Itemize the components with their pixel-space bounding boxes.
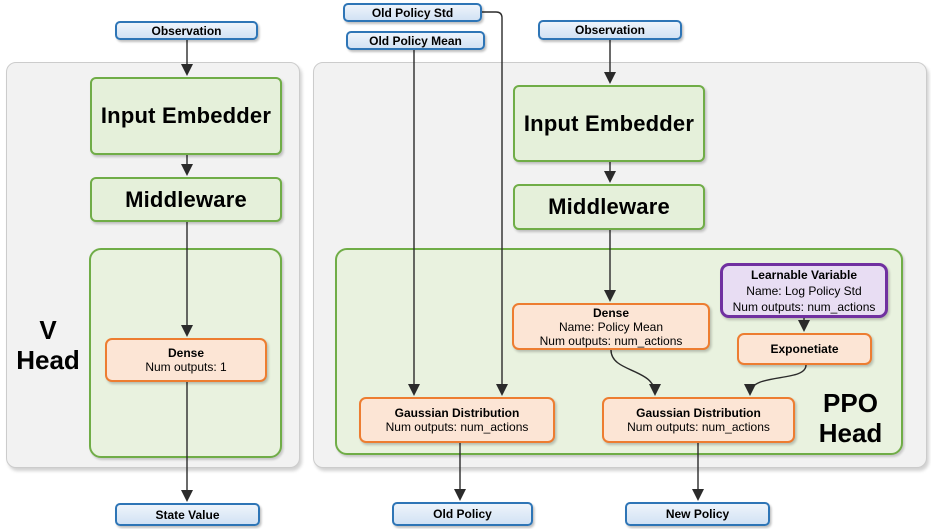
- block-title: Gaussian Distribution: [636, 406, 761, 420]
- block-title: Dense: [592, 305, 630, 320]
- ppo-head-learnable-variable-block: Learnable Variable Name: Log Policy Std …: [720, 263, 888, 318]
- ppo-head-gaussian-distribution-old-block: Gaussian Distribution Num outputs: num_a…: [359, 397, 555, 443]
- block-detail: Num outputs: 1: [145, 360, 227, 374]
- input-node-observation-left: Observation: [115, 21, 258, 40]
- block-detail: Name: Log Policy Std: [746, 283, 862, 298]
- ppo-head-dense-policy-mean-block: Dense Name: Policy Mean Num outputs: num…: [512, 303, 710, 350]
- block-detail: Num outputs: num_actions: [385, 420, 529, 434]
- ppo-head-middleware-block: Middleware: [513, 184, 705, 230]
- ppo-head-title: PPO Head: [803, 388, 898, 448]
- block-detail: Num outputs: num_actions: [539, 333, 683, 348]
- output-node-label: Old Policy: [433, 507, 492, 521]
- input-node-label: Observation: [574, 23, 646, 37]
- input-node-label: Old Policy Mean: [369, 33, 462, 48]
- ppo-head-title-line2: Head: [818, 418, 883, 448]
- block-label: Input Embedder: [100, 103, 272, 128]
- input-node-label: Observation: [151, 23, 222, 38]
- block-detail: Num outputs: num_actions: [732, 299, 876, 314]
- input-node-old-policy-mean: Old Policy Mean: [346, 31, 485, 50]
- v-head-title: V Head: [8, 315, 88, 375]
- block-title: Dense: [167, 346, 205, 360]
- output-node-state-value: State Value: [115, 503, 260, 526]
- ppo-head-input-embedder-block: Input Embedder: [513, 85, 705, 162]
- v-head-middleware-block: Middleware: [90, 177, 282, 222]
- block-detail: Name: Policy Mean: [558, 319, 664, 334]
- input-node-observation-right: Observation: [538, 20, 682, 40]
- block-label: Input Embedder: [523, 110, 695, 136]
- block-label: Middleware: [125, 186, 247, 212]
- ppo-head-exponetiate-block: Exponetiate: [737, 333, 872, 365]
- output-node-old-policy: Old Policy: [392, 502, 533, 526]
- v-head-title-line2: Head: [16, 345, 80, 375]
- output-node-label: State Value: [155, 507, 220, 522]
- v-head-dense-block: Dense Num outputs: 1: [105, 338, 267, 382]
- v-head-input-embedder-block: Input Embedder: [90, 77, 282, 155]
- block-detail: Num outputs: num_actions: [627, 420, 770, 434]
- input-node-label: Old Policy Std: [371, 5, 454, 20]
- ppo-head-gaussian-distribution-new-block: Gaussian Distribution Num outputs: num_a…: [602, 397, 795, 443]
- block-title: Exponetiate: [770, 342, 839, 356]
- v-head-title-line1: V: [39, 315, 57, 345]
- block-title: Gaussian Distribution: [394, 406, 520, 420]
- input-node-old-policy-std: Old Policy Std: [343, 3, 482, 22]
- block-title: Learnable Variable: [750, 267, 858, 282]
- block-label: Middleware: [548, 194, 670, 219]
- output-node-new-policy: New Policy: [625, 502, 770, 526]
- output-node-label: New Policy: [665, 507, 730, 521]
- ppo-head-title-line1: PPO: [823, 388, 878, 418]
